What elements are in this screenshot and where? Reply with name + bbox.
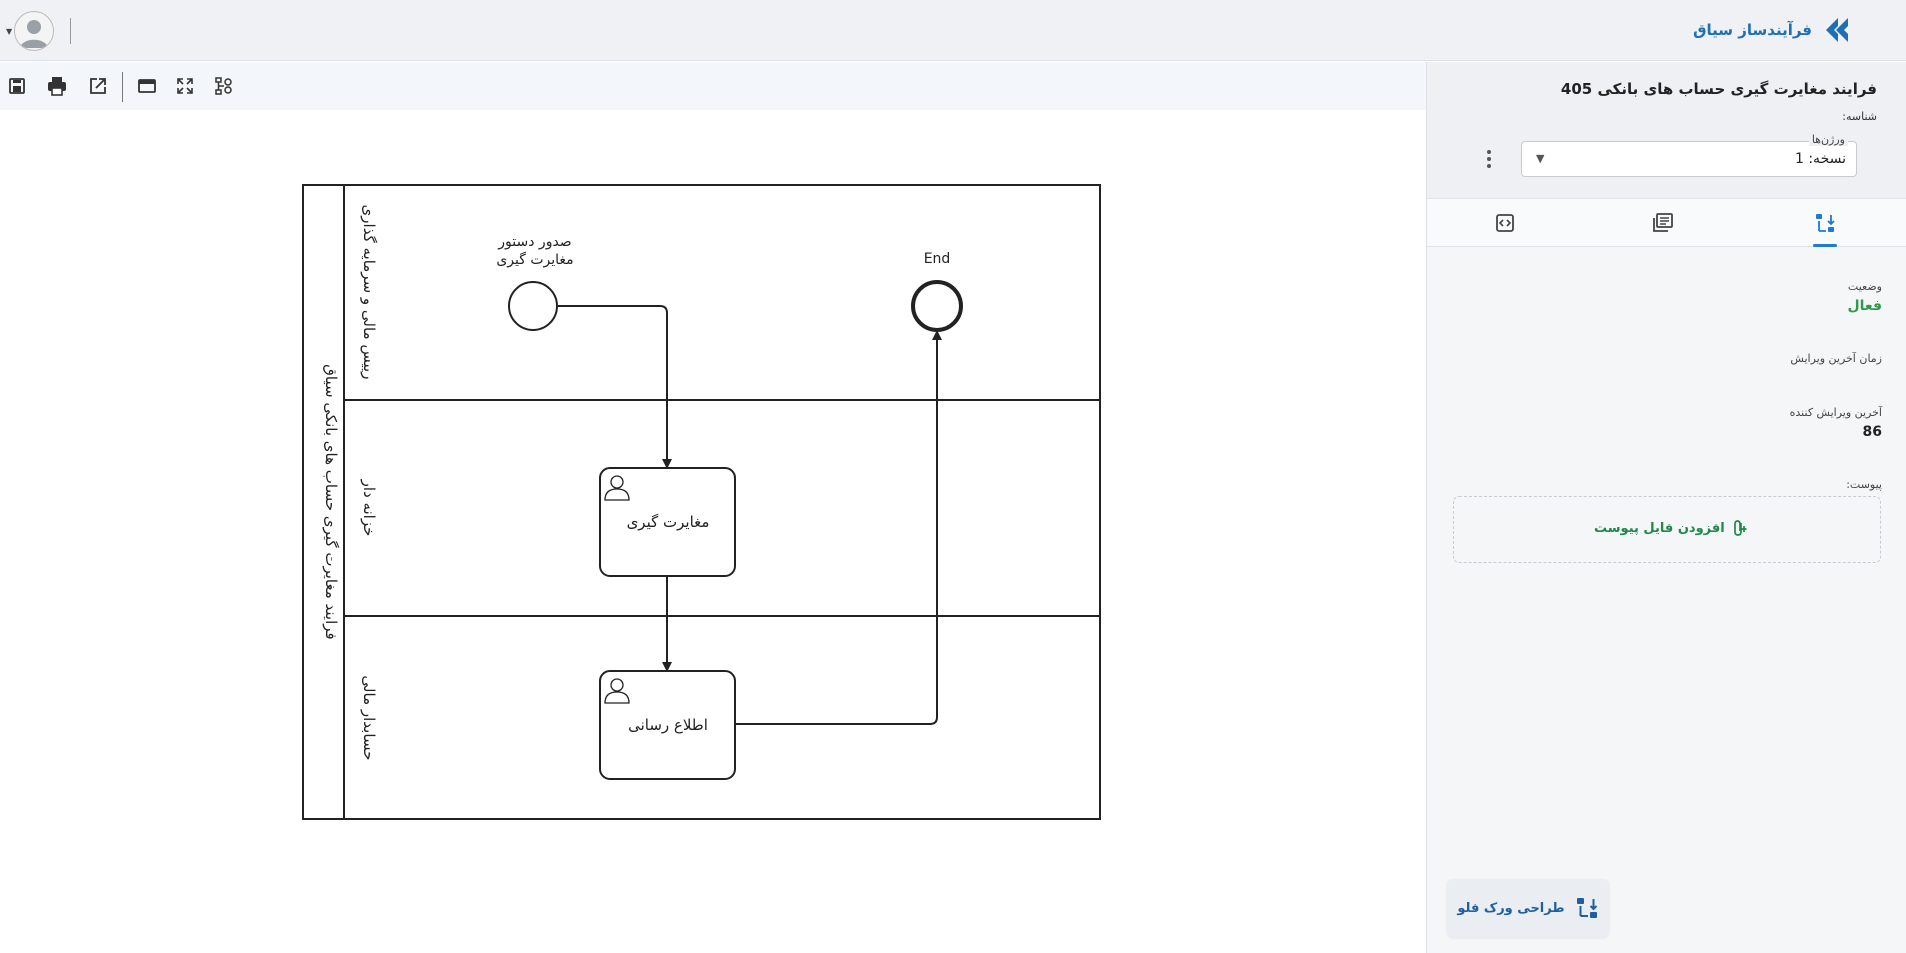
process-title: فرایند مغایرت گیری حساب های بانکی 405 [1560,80,1877,98]
toolbar-divider [122,72,123,102]
chevron-down-icon: ▼ [1536,152,1545,165]
printer-icon [48,77,66,96]
last-edit-time-label: زمان آخرین ویرایش [1790,352,1882,365]
diagram-toolbar [0,62,1426,110]
open-external-button[interactable] [84,72,112,100]
last-editor-value: 86 [1862,424,1882,440]
version-select-label: ورژن‌ها [1808,133,1848,146]
fit-button[interactable] [171,72,199,100]
lane-1-label: رییس مالی و سرمایه گذاری [360,205,378,380]
lane-3[interactable]: حسابدار مالی [360,675,378,760]
pool-label: فرایند مغایرت گیری حساب های بانکی سیاق [322,364,340,639]
start-event[interactable] [508,281,558,331]
brand[interactable]: فرآیندساز سیاق [1693,12,1858,48]
window-icon [138,79,156,93]
tree-settings-button[interactable] [210,72,238,100]
lane-1[interactable]: رییس مالی و سرمایه گذاری [344,205,1100,401]
start-event-label-line1: صدور دستور [497,234,571,250]
sequence-flow-task2-to-end[interactable] [736,330,942,725]
status-label: وضعیت [1847,280,1882,293]
brand-logo-icon [1826,18,1848,42]
brand-title: فرآیندساز سیاق [1693,21,1812,39]
layout-button[interactable] [133,72,161,100]
id-label: شناسه: [1842,110,1877,123]
diagram-canvas[interactable]: فرایند مغایرت گیری حساب های بانکی سیاق ر… [0,110,1426,953]
top-bar: فرآیندساز سیاق ▼ [0,0,1906,61]
start-event-label-line2: مغایرت گیری [496,251,573,268]
add-attachment-button[interactable]: افزودن فایل پیوست [1594,519,1749,537]
avatar[interactable] [14,11,55,51]
end-event-label: End [924,251,951,267]
status-value: فعال [1847,298,1882,314]
topbar-divider [70,18,71,44]
flow-icon [1816,213,1835,232]
version-select[interactable]: ورژن‌ها نسخه: 1 ▼ [1521,133,1857,177]
bpmn-diagram: فرایند مغایرت گیری حساب های بانکی سیاق ر… [302,184,1101,820]
active-tab-indicator [1813,244,1837,247]
fit-arrows-icon [177,78,193,94]
workflow-designer-label: طراحی ورک فلو [1457,900,1565,916]
user-icon [20,20,49,48]
workflow-designer-button[interactable]: طراحی ورک فلو [1447,879,1609,937]
task-reconciliation[interactable]: مغایرت گیری [599,467,736,577]
lane-3-label: حسابدار مالی [360,675,378,760]
sequence-flow-start-to-task1[interactable] [557,305,672,469]
lane-2-label: خزانه دار [360,479,378,537]
user-task-icon [604,678,630,704]
attachment-dropzone[interactable]: افزودن فایل پیوست [1453,496,1881,563]
lane-2[interactable]: خزانه دار [344,479,1100,617]
panel-header: فرایند مغایرت گیری حساب های بانکی 405 شن… [1427,62,1906,199]
paperclip-add-icon [1733,520,1747,536]
tree-settings-icon [215,77,232,95]
image-save-icon [9,78,25,94]
version-select-value: نسخه: 1 [1794,151,1846,167]
task-reconciliation-label: مغایرت گیری [627,513,710,531]
user-menu[interactable]: ▼ [6,11,55,51]
task-notification[interactable]: اطلاع رسانی [599,670,736,780]
user-task-icon [604,475,630,501]
attachment-label: پیوست: [1846,478,1882,491]
external-link-icon [90,78,106,94]
gallery-icon [1653,212,1673,232]
more-options-icon[interactable] [1481,148,1497,170]
task-notification-label: اطلاع رسانی [628,716,708,734]
code-icon [1496,213,1514,232]
chevron-down-icon[interactable]: ▼ [6,26,13,36]
panel-tabs [1427,199,1906,247]
last-editor-label: آخرین ویرایش کننده [1789,406,1882,419]
print-button[interactable] [43,72,71,100]
properties-panel: فرایند مغایرت گیری حساب های بانکی 405 شن… [1426,62,1906,953]
tab-flow[interactable] [1795,199,1855,247]
tab-gallery[interactable] [1633,199,1693,246]
end-event[interactable] [911,280,963,332]
save-image-button[interactable] [3,72,31,100]
workflow-icon [1576,898,1597,918]
add-attachment-label: افزودن فایل پیوست [1594,520,1725,536]
tab-code[interactable] [1475,199,1535,246]
